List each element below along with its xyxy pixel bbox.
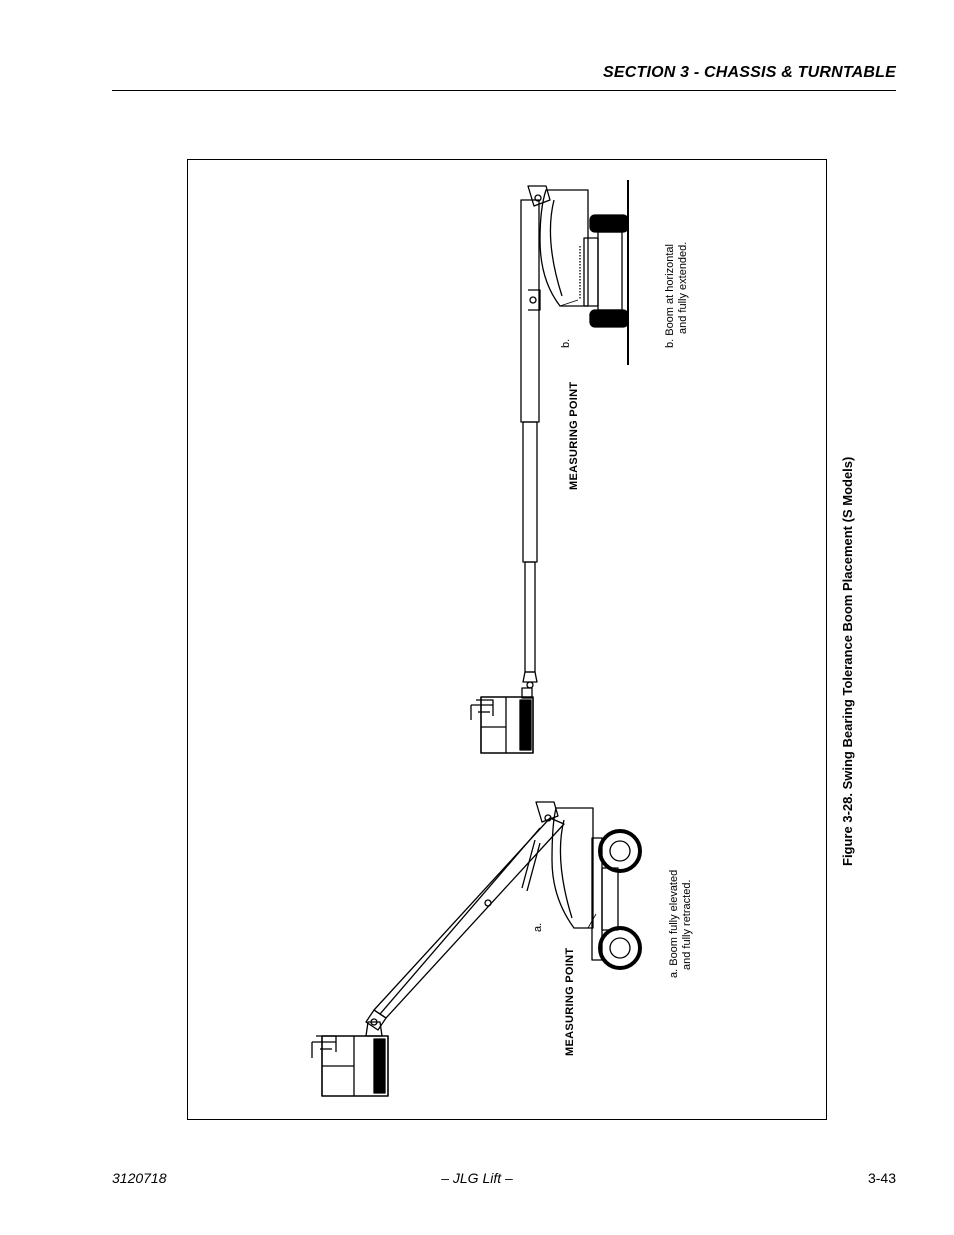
view-a-desc-line2: and fully retracted. [681, 879, 693, 971]
view-a-desc-line1: a. Boom fully elevated [668, 869, 680, 978]
view-b-desc-line2: and fully extended. [677, 241, 689, 334]
view-a-description: a. Boom fully elevated and fully retract… [668, 870, 694, 978]
view-a-measuring-point-label: MEASURING POINT [564, 947, 576, 1056]
view-a-letter: a. [532, 922, 544, 932]
view-b-measuring-point-label: MEASURING POINT [568, 381, 580, 490]
boom-placement-illustration [311, 180, 642, 1097]
figure-frame: b. MEASURING POINT b. Boom at horizontal… [187, 159, 855, 1120]
view-b-description: b. Boom at horizontal and fully extended… [664, 242, 690, 348]
header-rule [112, 90, 896, 91]
figure-caption: Figure 3-28. Swing Bearing Tolerance Boo… [840, 456, 855, 866]
footer-page-number: 3-43 [867, 1170, 896, 1186]
view-b-letter: b. [560, 338, 572, 348]
view-b-machine [470, 180, 629, 754]
section-header: SECTION 3 - CHASSIS & TURNTABLE [602, 64, 896, 81]
footer-doc-number: 3120718 [112, 1170, 167, 1186]
view-b-desc-line1: b. Boom at horizontal [664, 244, 676, 348]
view-a-machine [311, 801, 642, 1097]
footer-center-text: – JLG Lift – [441, 1170, 513, 1186]
